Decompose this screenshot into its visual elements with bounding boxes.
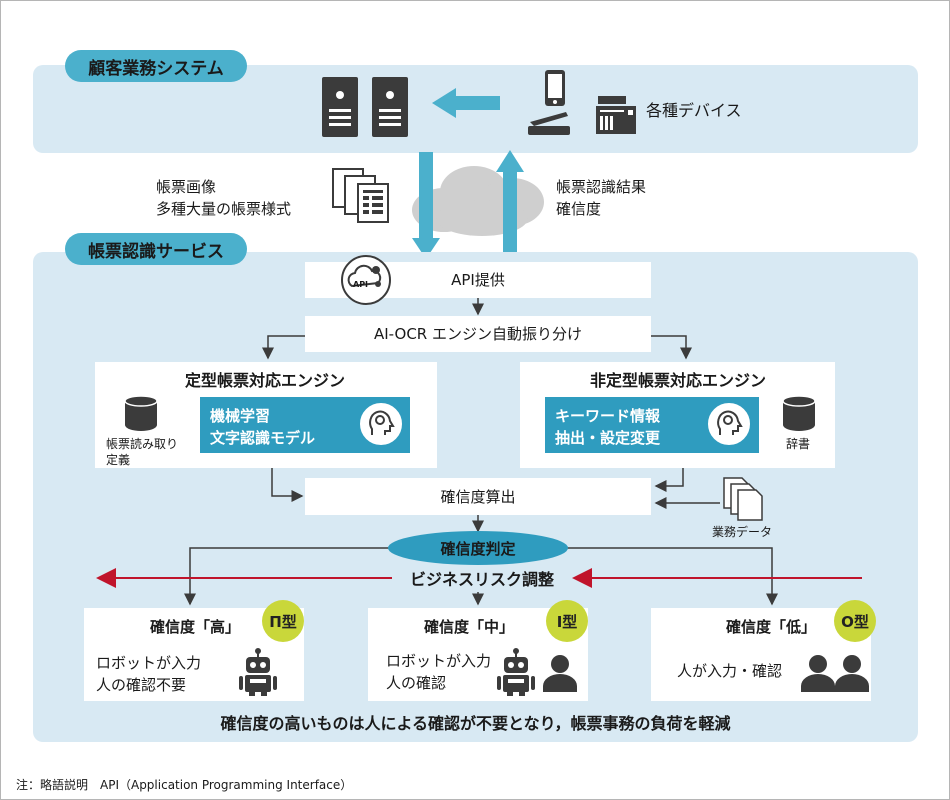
api-label: API提供 (451, 271, 505, 289)
scanner-icon (528, 112, 570, 135)
fixed-db-label-1: 帳票読み取り (106, 437, 179, 451)
database-icon (782, 395, 816, 431)
business-risk-label: ビジネスリスク調整 (390, 566, 574, 590)
server-icon (322, 77, 358, 137)
result-high-line1: ロボットが入力 (96, 654, 202, 672)
confidence-calc-box: 確信度算出 (305, 478, 651, 515)
customer-system-label: 顧客業務システム (65, 50, 247, 82)
ai-head-icon (706, 401, 752, 447)
api-icon-text: API (353, 280, 369, 289)
person-icon (801, 655, 835, 692)
arrow-left-icon (432, 88, 500, 118)
result-high-badge: Π型 (262, 600, 304, 642)
smartphone-icon (545, 70, 565, 106)
fixed-engine-title: 定型帳票対応エンジン (185, 371, 346, 390)
judgement-ellipse: 確信度判定 (388, 531, 568, 565)
routing-box: AI-OCR エンジン自動振り分け (305, 316, 651, 352)
result-mid-line2: 人の確認 (386, 674, 447, 692)
confidence-calc-label: 確信度算出 (440, 487, 516, 506)
result-label-1: 帳票認識結果 (556, 178, 647, 196)
result-low-badge: O型 (834, 600, 876, 642)
free-engine-title: 非定型帳票対応エンジン (590, 371, 767, 390)
service-label: 帳票認識サービス (65, 233, 247, 265)
result-low-title: 確信度「低」 (726, 618, 817, 636)
fixed-teal-line2: 文字認識モデル (210, 429, 316, 447)
result-mid-badge: I型 (546, 600, 588, 642)
free-db-label: 辞書 (786, 437, 811, 451)
footnote: 注：略語説明 API（Application Programming Inter… (16, 778, 353, 792)
business-data-label: 業務データ (712, 525, 773, 539)
judgement-label: 確信度判定 (440, 539, 516, 558)
server-icon (372, 77, 408, 137)
robot-icon (239, 648, 277, 696)
free-teal-line1: キーワード情報 (555, 407, 661, 425)
documents-icon (332, 168, 389, 223)
upload-label-2: 多種大量の帳票様式 (156, 200, 292, 218)
result-mid-title: 確信度「中」 (424, 618, 515, 636)
printer-icon (596, 96, 636, 134)
arrow-down-icon (412, 152, 440, 259)
documents-icon (723, 477, 763, 521)
person-icon (835, 655, 869, 692)
result-label-2: 確信度 (556, 200, 602, 218)
routing-label: AI-OCR エンジン自動振り分け (374, 325, 582, 343)
free-teal-line2: 抽出・設定変更 (555, 429, 661, 447)
arrow-up-icon (496, 150, 524, 262)
fixed-db-label-2: 定義 (106, 453, 131, 467)
result-high-line2: 人の確認不要 (96, 676, 187, 694)
database-icon (124, 395, 158, 431)
robot-icon (497, 648, 535, 696)
business-risk-text: ビジネスリスク調整 (409, 570, 554, 589)
devices-label: 各種デバイス (646, 101, 742, 120)
gear-cloud-icon (341, 255, 391, 305)
person-icon (543, 655, 577, 692)
result-mid-line1: ロボットが入力 (386, 652, 492, 670)
result-low-line1: 人が入力・確認 (677, 662, 783, 680)
ai-head-icon (358, 401, 404, 447)
upload-label-1: 帳票画像 (156, 178, 217, 196)
conclusion-label: 確信度の高いものは人による確認が不要となり，帳票事務の負荷を軽減 (220, 714, 731, 733)
result-high-title: 確信度「高」 (150, 618, 241, 636)
conclusion-text: 確信度の高いものは人による確認が不要となり，帳票事務の負荷を軽減 (33, 708, 918, 736)
fixed-teal-line1: 機械学習 (210, 407, 271, 425)
